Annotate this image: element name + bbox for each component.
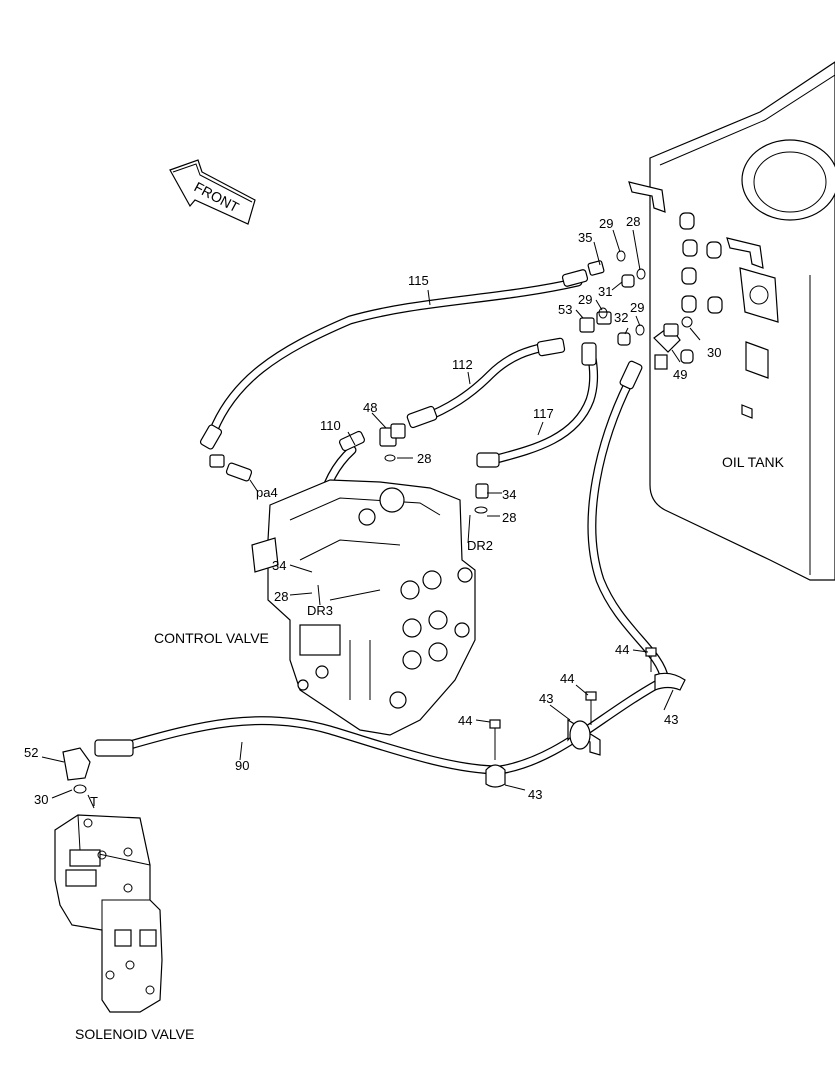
- callout-34: 34: [502, 487, 516, 502]
- solenoid-valve: [54, 747, 163, 1013]
- hose-117: [488, 353, 599, 465]
- port-label-t: T: [90, 794, 98, 809]
- callout-44: 44: [458, 713, 472, 728]
- control-valve-label: CONTROL VALVE: [154, 630, 269, 646]
- callout-117: 117: [533, 406, 554, 421]
- callout-28: 28: [626, 214, 640, 229]
- callout-90: 90: [235, 758, 249, 773]
- hose-end-fittings: [94, 260, 681, 757]
- callout-35: 35: [578, 230, 592, 245]
- callout-43: 43: [528, 787, 542, 802]
- callout-29: 29: [578, 292, 592, 307]
- port-label-dr3: DR3: [307, 603, 333, 618]
- callout-53: 53: [558, 302, 572, 317]
- solenoid-valve-label: SOLENOID VALVE: [75, 1026, 194, 1042]
- hose-112: [415, 341, 553, 425]
- callout-48: 48: [363, 400, 377, 415]
- callout-49: 49: [673, 367, 687, 382]
- callout-34: 34: [272, 558, 286, 573]
- hose-115: [205, 277, 583, 445]
- control-valve: [251, 479, 476, 736]
- callout-32: 32: [614, 310, 628, 325]
- callout-44: 44: [560, 671, 574, 686]
- callout-numbers: 29 28 35 31 115 29 53 32 29 30 112 49 48…: [24, 214, 721, 807]
- callout-31: 31: [598, 284, 612, 299]
- front-direction-arrow: FRONT: [169, 159, 256, 225]
- callout-30: 30: [707, 345, 721, 360]
- clamps: [485, 672, 686, 788]
- callout-112: 112: [452, 357, 473, 372]
- oil-tank-label: OIL TANK: [722, 454, 785, 470]
- port-label-pa4: pa4: [256, 485, 278, 500]
- bolts: [489, 647, 657, 760]
- callout-44: 44: [615, 642, 629, 657]
- oil-tank: [628, 61, 835, 581]
- callout-28: 28: [502, 510, 516, 525]
- callout-29: 29: [599, 216, 613, 231]
- port-label-dr2: DR2: [467, 538, 493, 553]
- tank-port-fittings: [617, 212, 723, 370]
- callout-115: 115: [408, 273, 429, 288]
- leader-lines: [41, 229, 701, 809]
- callout-29: 29: [630, 300, 644, 315]
- callout-52: 52: [24, 745, 38, 760]
- callout-28: 28: [417, 451, 431, 466]
- callout-43: 43: [664, 712, 678, 727]
- callout-43: 43: [539, 691, 553, 706]
- callout-110: 110: [320, 418, 341, 433]
- port-labels: pa4 DR2 DR3 T: [90, 485, 493, 809]
- callout-28: 28: [274, 589, 288, 604]
- callout-30: 30: [34, 792, 48, 807]
